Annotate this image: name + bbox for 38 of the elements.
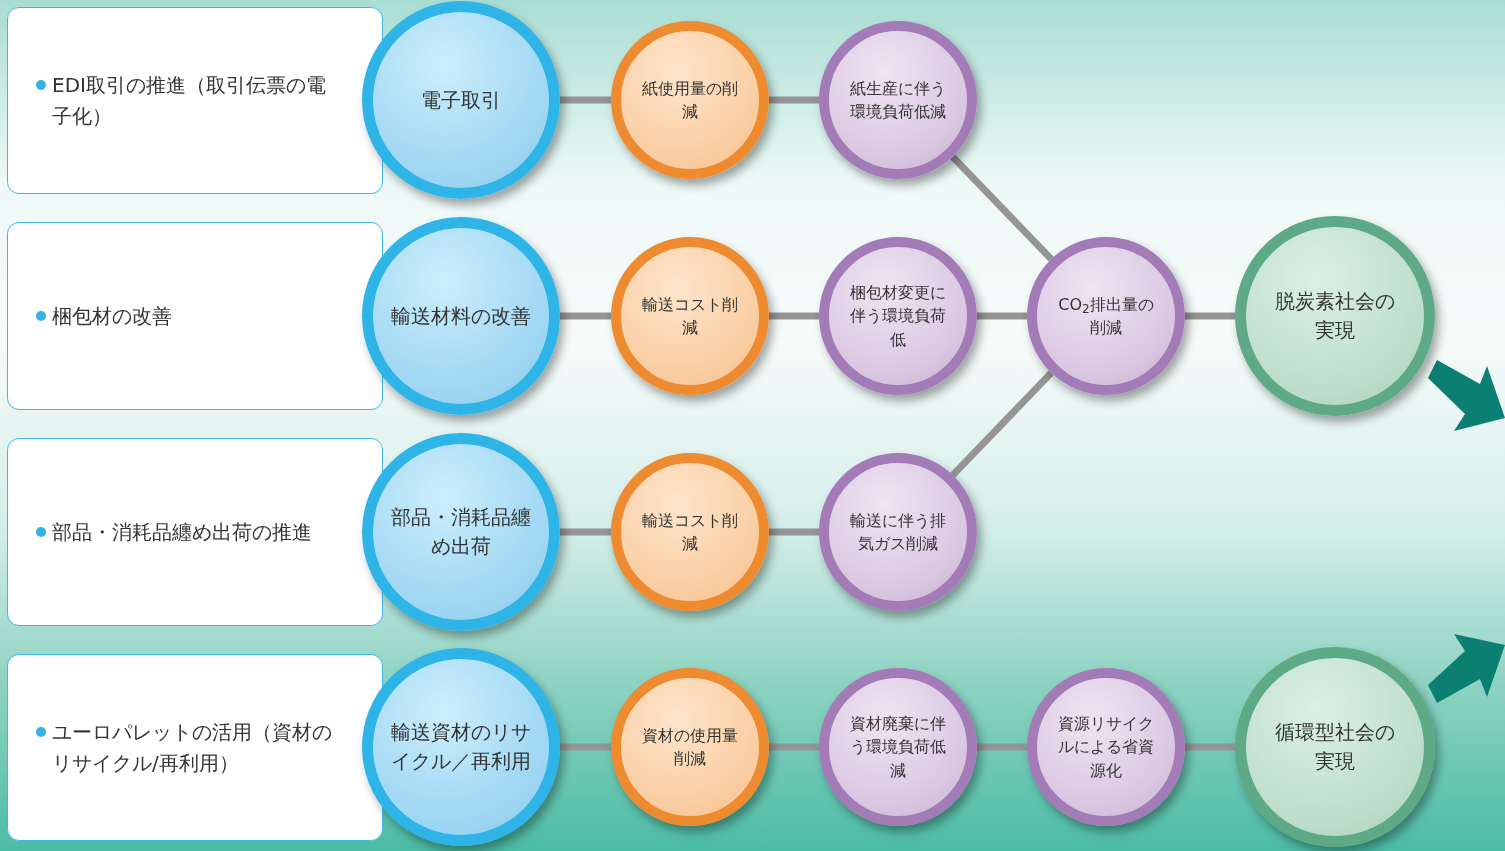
item-card xyxy=(7,222,383,410)
item-text: 梱包材の改善 xyxy=(52,302,172,330)
connector-line xyxy=(769,96,819,104)
circle-label: 紙使用量の削減 xyxy=(641,77,739,123)
item-text: 部品・消耗品纏め出荷の推進 xyxy=(52,518,312,546)
circle-label: 資源リサイクルによる省資源化 xyxy=(1057,713,1155,782)
connector-line xyxy=(560,312,611,320)
circle-label: 輸送資材のリサイクル／再利用 xyxy=(390,719,532,775)
item-text: EDI取引の推進（取引伝票の電子化） xyxy=(52,71,327,130)
item-card xyxy=(7,438,383,626)
item-card xyxy=(7,7,383,194)
connector-line xyxy=(977,743,1027,751)
circle-label: 輸送材料の改善 xyxy=(390,302,532,330)
circle-label: 資材廃棄に伴う環境負荷低減 xyxy=(849,713,947,782)
circle-label: 梱包材変更に伴う環境負荷低 xyxy=(849,282,947,351)
connector-line xyxy=(977,312,1027,320)
circle-label: 資材の使用量削減 xyxy=(641,724,739,770)
connector-line xyxy=(769,528,819,536)
connector-line xyxy=(560,96,611,104)
connector-line xyxy=(769,312,819,320)
connector-line xyxy=(950,154,1054,262)
connector-line xyxy=(769,743,819,751)
circle-label: 電子取引 xyxy=(420,86,502,114)
connector-line xyxy=(950,370,1054,478)
circle-label: 輸送コスト削減 xyxy=(641,293,739,339)
connector-line xyxy=(1185,312,1235,320)
circle-label: 輸送コスト削減 xyxy=(641,509,739,555)
connector-line xyxy=(560,743,611,751)
circle-label: 輸送に伴う排気ガス削減 xyxy=(849,509,947,555)
circle-label: 循環型社会の実現 xyxy=(1274,719,1396,775)
item-card xyxy=(7,654,383,841)
circle-label: 部品・消耗品纏め出荷 xyxy=(390,504,532,560)
connector-line xyxy=(560,528,611,536)
circle-label: CO$_{2}$排出量の削減 xyxy=(1057,293,1155,339)
connector-line xyxy=(1185,743,1235,751)
item-text: ユーロパレットの活用（資材のリサイクル/再利用） xyxy=(52,718,333,777)
circle-label: 脱炭素社会の実現 xyxy=(1274,288,1396,344)
circle-label: 紙生産に伴う環境負荷低減 xyxy=(849,77,947,123)
